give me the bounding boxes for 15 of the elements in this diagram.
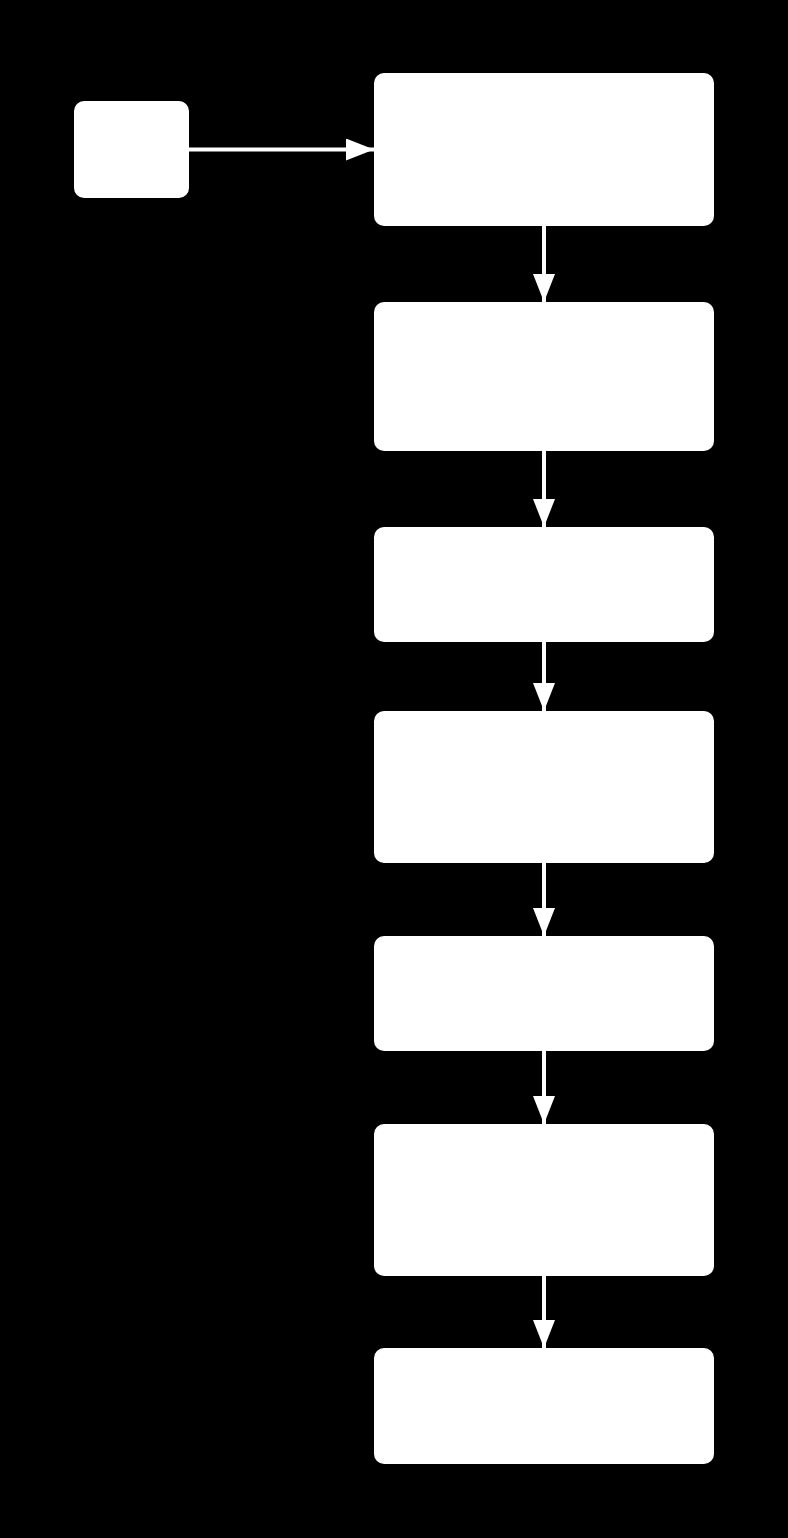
arrow (533, 226, 555, 302)
arrow (533, 1051, 555, 1124)
arrow (533, 863, 555, 936)
process-box (374, 527, 714, 642)
arrow (533, 451, 555, 527)
process-box (374, 73, 714, 226)
arrow (189, 138, 374, 161)
process-box (374, 936, 714, 1051)
arrow (533, 642, 555, 711)
process-box (374, 1348, 714, 1464)
process-box (374, 302, 714, 451)
process-box (374, 1124, 714, 1276)
arrow (533, 1276, 555, 1348)
process-box (74, 101, 189, 198)
process-box (374, 711, 714, 863)
